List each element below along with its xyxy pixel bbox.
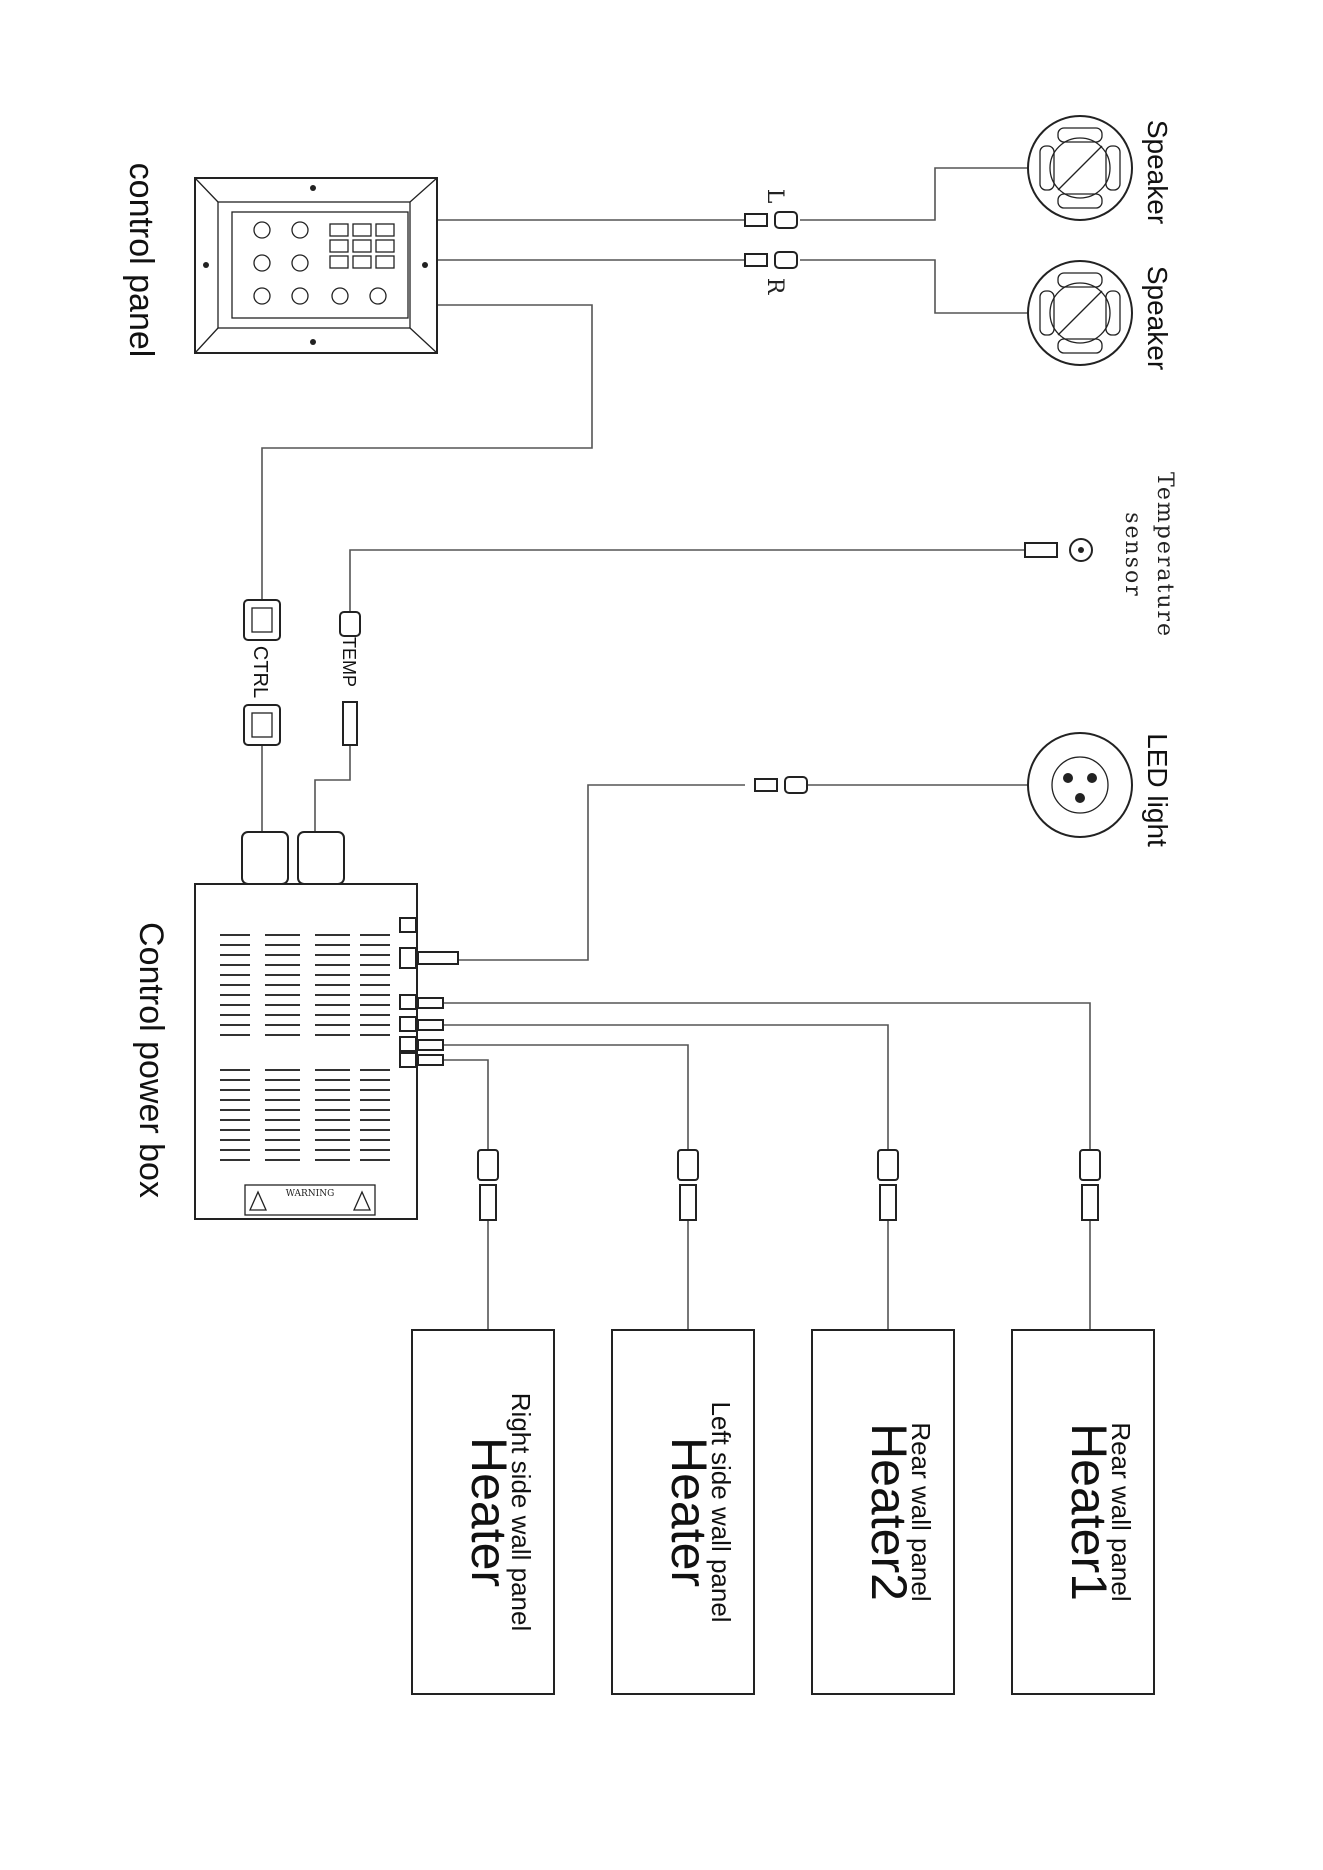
heater-3-location: Left side wall panel: [706, 1401, 736, 1622]
heater-3: Heater Left side wall panel: [612, 1330, 754, 1694]
warning-label: WARNING: [286, 1189, 335, 1199]
speaker-1-label: Speaker: [1142, 120, 1173, 224]
heater-1: Heater1 Rear wall panel: [1012, 1330, 1154, 1694]
heater-4-location: Right side wall panel: [506, 1393, 536, 1631]
control-power-box-label: Control power box: [132, 922, 170, 1198]
control-panel-label: control panel: [122, 163, 160, 358]
control-power-box: WARNING Control power box: [132, 832, 458, 1219]
led-light-label: LED light: [1142, 733, 1173, 847]
temp-connector: TEMP: [339, 612, 360, 745]
speaker-plugs: L R: [745, 189, 797, 296]
ctrl-connector-label: CTRL: [249, 646, 271, 698]
temperature-sensor-label-line2: sensor: [1120, 512, 1145, 598]
ctrl-connector: CTRL: [244, 600, 280, 745]
heater-2: Heater2 Rear wall panel: [812, 1330, 954, 1694]
speaker-2-label: Speaker: [1142, 266, 1173, 370]
speaker-1: Speaker: [1028, 116, 1173, 224]
channel-left-label: L: [762, 189, 787, 204]
temperature-sensor: Temperature sensor: [1025, 472, 1177, 638]
led-light: LED light: [755, 733, 1173, 847]
heater-4: Heater Right side wall panel: [412, 1330, 554, 1694]
heater-1-location: Rear wall panel: [1106, 1422, 1136, 1601]
temperature-sensor-label-line1: Temperature: [1152, 472, 1177, 638]
speaker-2: Speaker: [1028, 261, 1173, 370]
channel-right-label: R: [762, 278, 787, 296]
control-panel: control panel: [122, 163, 437, 358]
temp-connector-label: TEMP: [339, 637, 359, 687]
heater-2-location: Rear wall panel: [906, 1422, 936, 1601]
heater-plugs: [478, 1150, 1100, 1220]
